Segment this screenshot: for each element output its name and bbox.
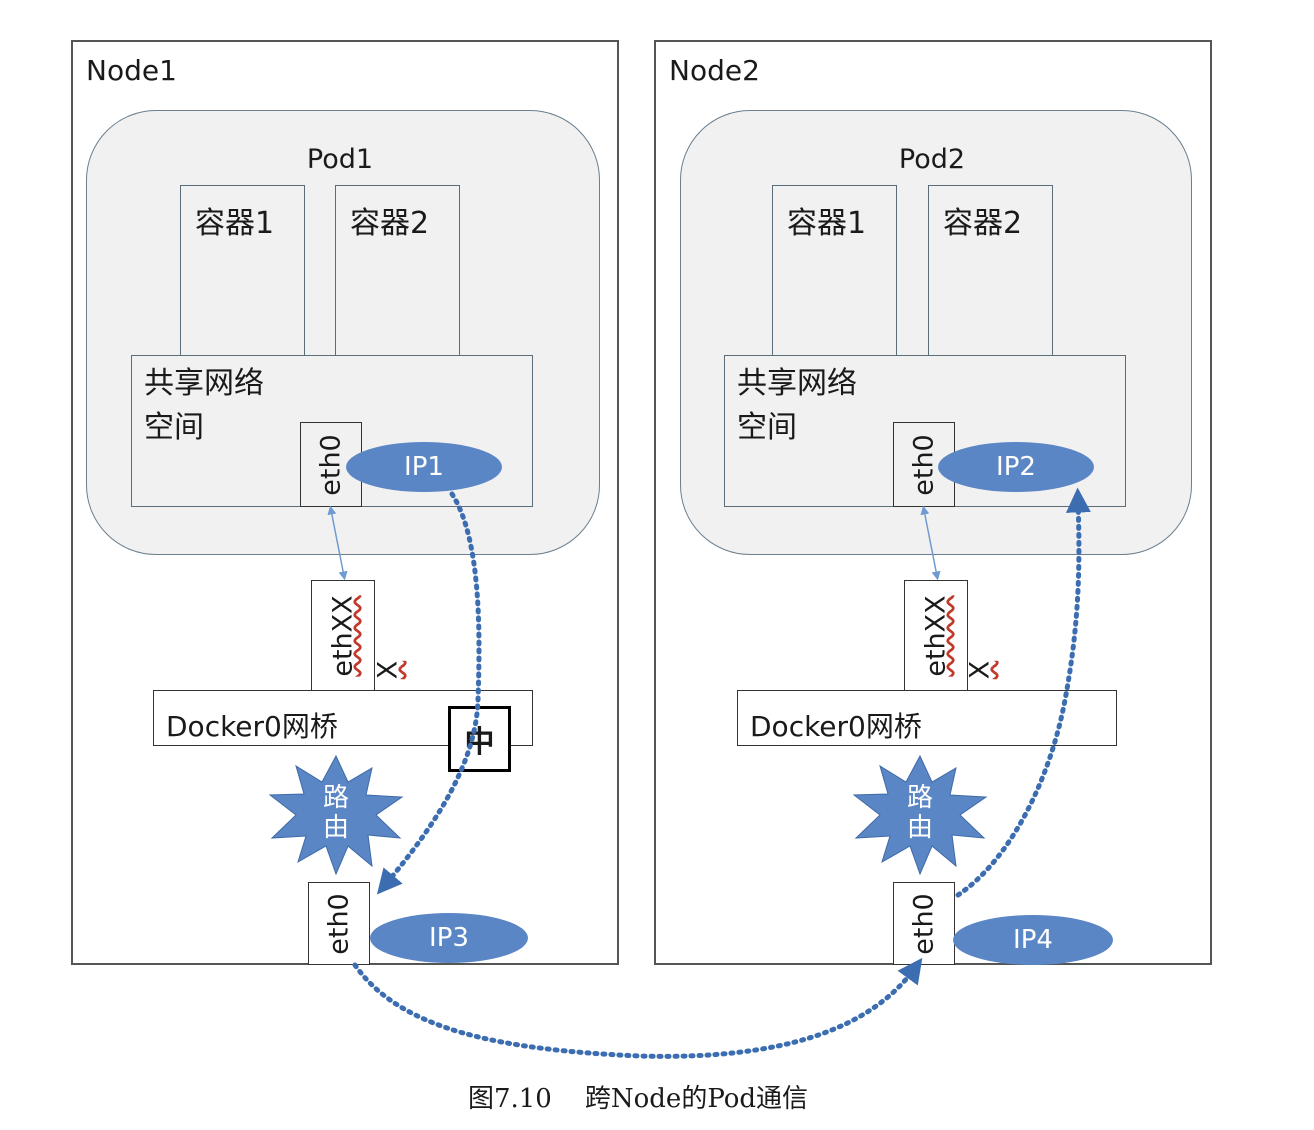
pod1-netns-label: 共享网络 空间 [132,356,532,450]
pod1-container1-label: 容器1 [195,206,275,241]
node1-veth-interface: ethXX [311,580,375,692]
pod2-netns-label-line2: 空间 [737,410,797,445]
node1-label: Node1 [86,54,177,87]
pod2-container2: 容器2 [928,185,1053,360]
path-node2-eth0-to-ip2 [955,487,1091,898]
path-node1-eth0-to-node2-eth0 [352,957,923,1059]
pod2-netns-label: 共享网络 空间 [725,356,1125,450]
pod2-container1-label: 容器1 [787,206,867,241]
pod2-container2-label: 容器2 [943,206,1023,241]
pod2-netns-label-line1: 共享网络 [737,366,857,401]
pod2-label: Pod2 [898,144,966,175]
pod1-ip-bubble: IP1 [346,442,502,492]
node1-router-char1: 路 [322,783,349,813]
pod2-ip-label: IP2 [996,452,1036,482]
pod1-container2-label: 容器2 [350,206,430,241]
node1-router-starburst [268,754,404,876]
node1-host-eth0-interface: eth0 [308,882,370,965]
node2-router-char2: 由 [906,813,933,843]
node2-bridge-label: Docker0网桥 [750,710,922,743]
pod1-container2: 容器2 [335,185,460,360]
node1-router-char2: 由 [322,813,349,843]
node2-veth-interface: ethXX [904,580,968,692]
node2-host-ip-label: IP4 [1013,925,1053,955]
pod1-netns-label-line2: 空间 [144,410,204,445]
node2-host-eth0-interface: eth0 [893,882,955,965]
node1-host-ip-bubble: IP3 [370,913,528,963]
node2-router-label: 路 由 [905,783,935,843]
pod2-ip-bubble: IP2 [938,442,1094,492]
node1-host-ip-label: IP3 [429,923,469,953]
node1-router-label: 路 由 [321,783,351,843]
pod2-container1: 容器1 [772,185,897,360]
pod1-netns-label-line1: 共享网络 [144,366,264,401]
pod1-container1: 容器1 [180,185,305,360]
node1-bridge-label: Docker0网桥 [166,710,338,743]
figure-caption: 图7.10 跨Node的Pod通信 [467,1084,809,1114]
node2-veth-link-arrow [920,505,941,581]
node2-host-ip-bubble: IP4 [953,915,1113,965]
node2-router-char1: 路 [906,783,933,813]
node2-router-starburst [852,754,988,876]
node2-label: Node2 [669,54,760,87]
pod1-label: Pod1 [306,144,374,175]
node1-veth-link-arrow [327,505,348,581]
node2-docker0-bridge: Docker0网桥 [737,690,1117,746]
path-ip1-to-node1-eth0 [376,491,482,895]
pod1-ip-label: IP1 [404,452,444,482]
